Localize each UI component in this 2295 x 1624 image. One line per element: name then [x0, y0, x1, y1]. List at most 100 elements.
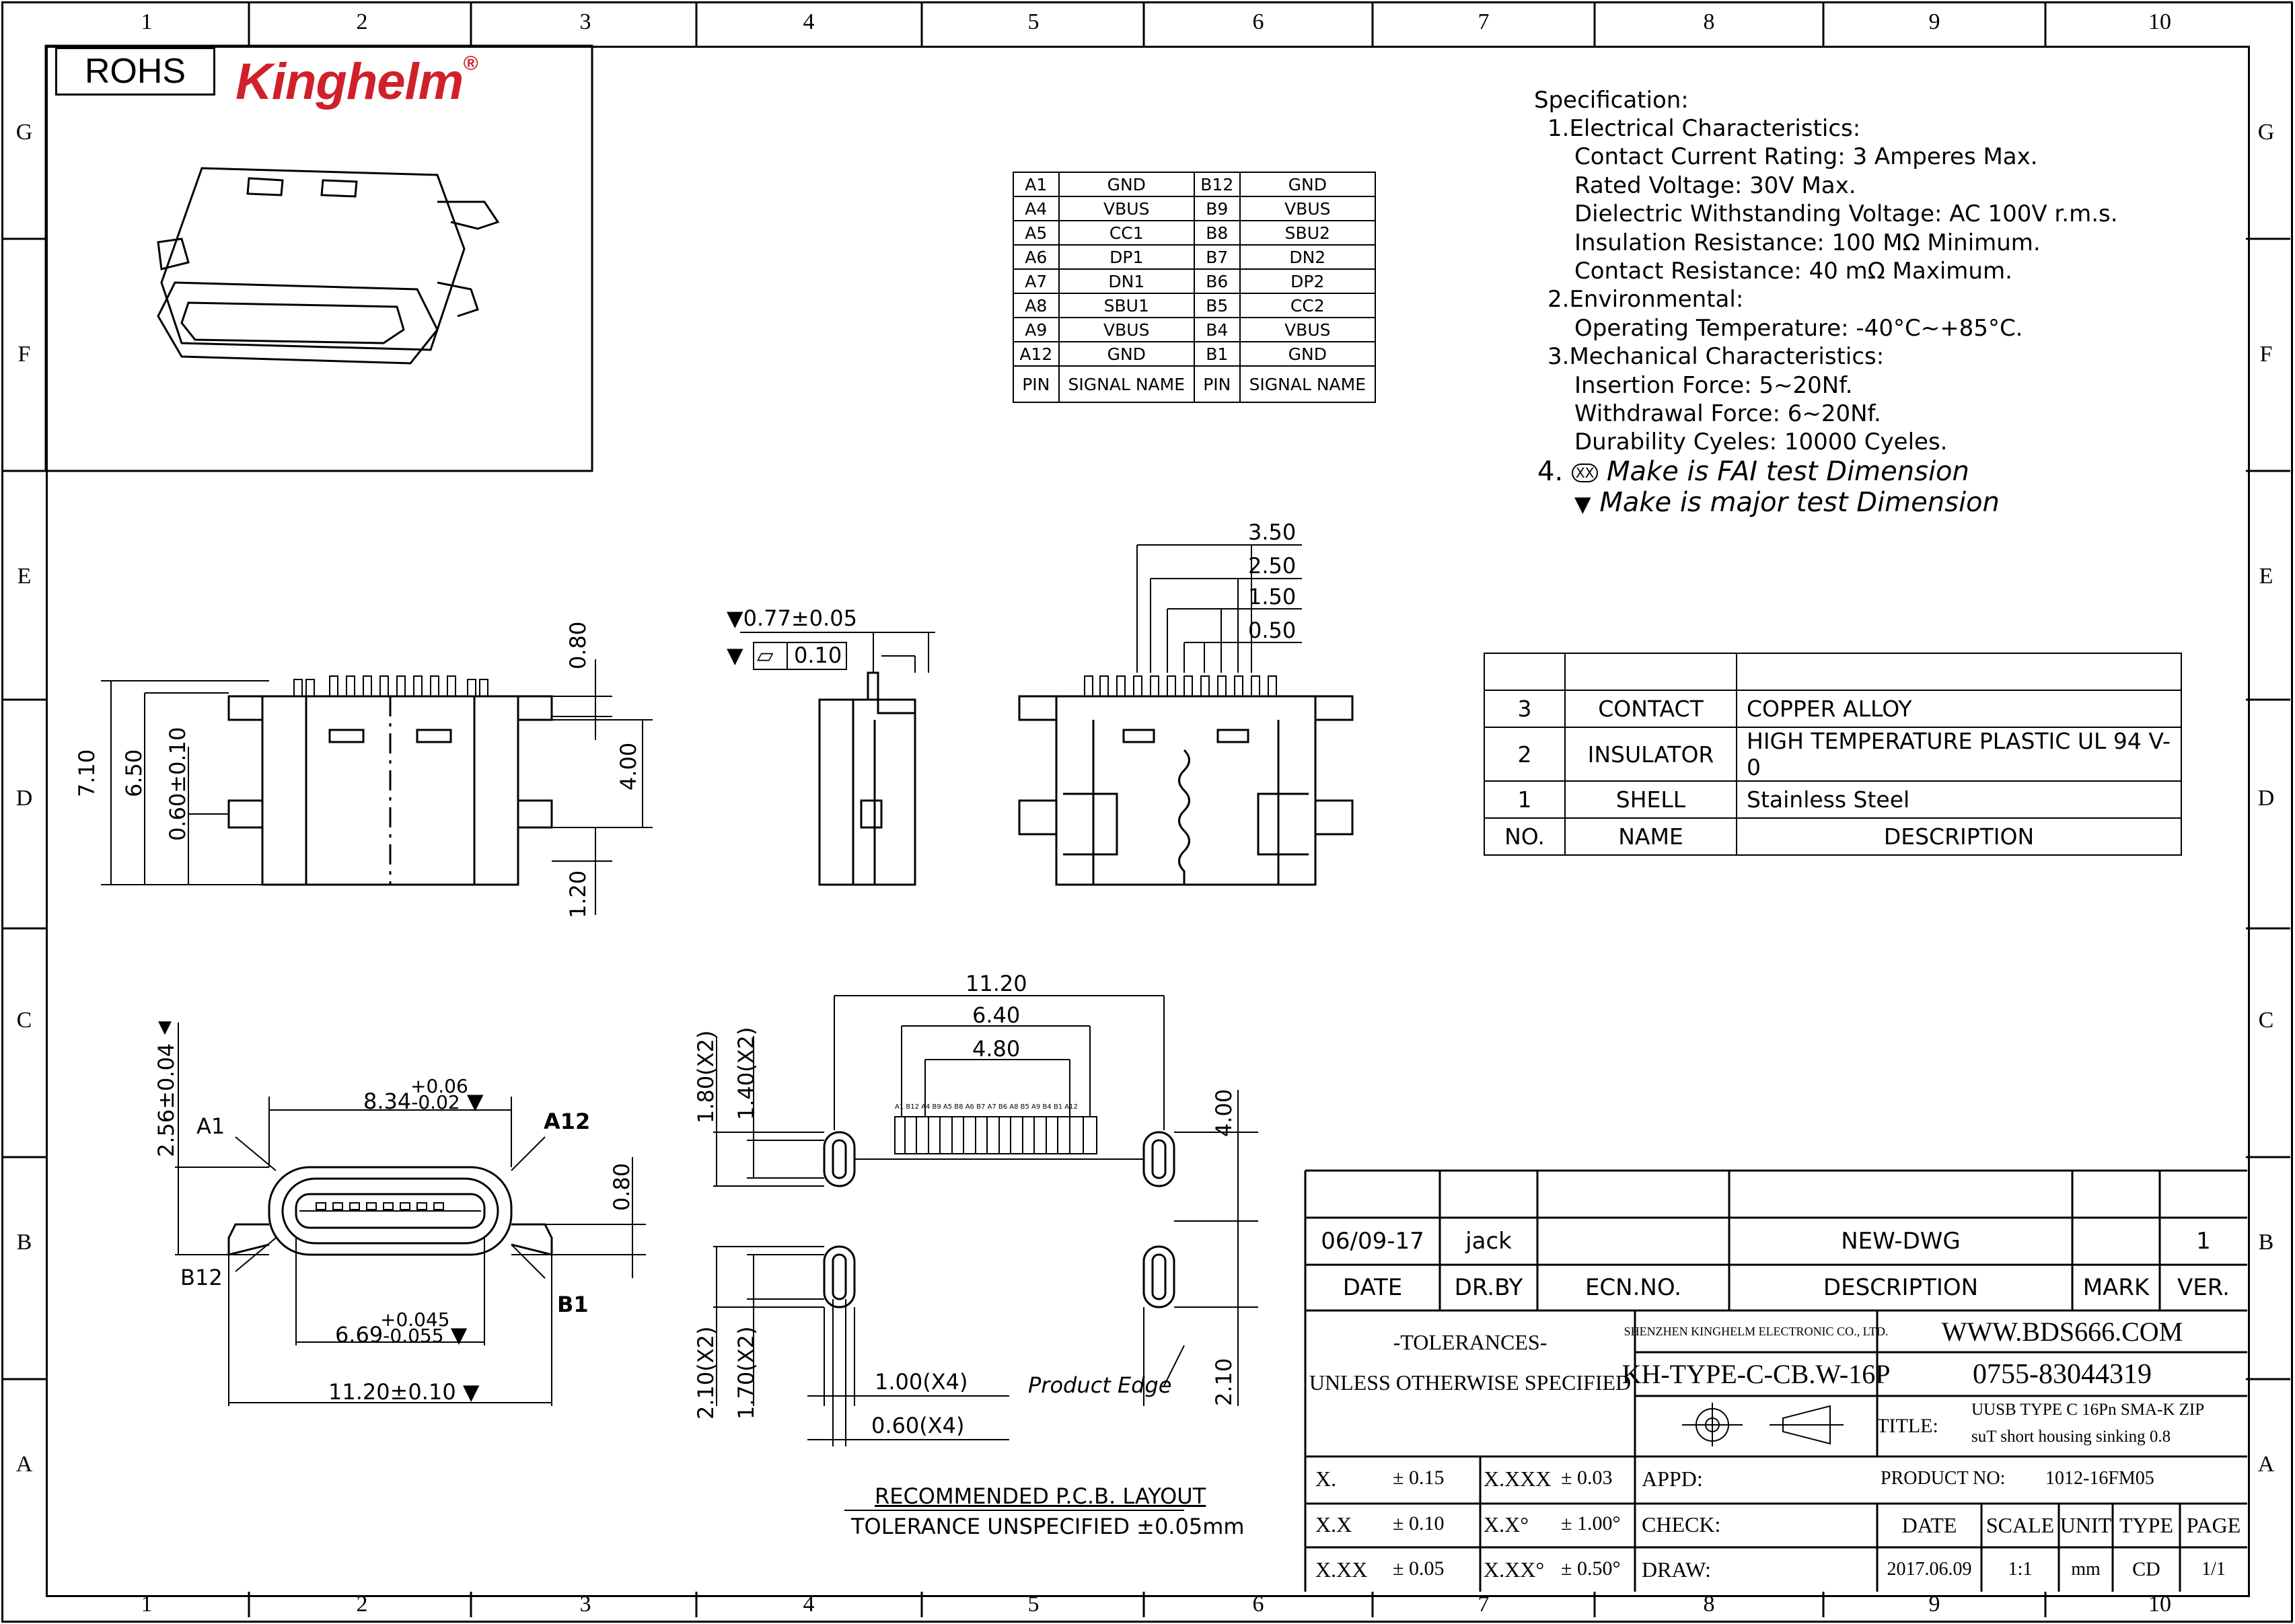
bom-header-cell: DESCRIPTION — [1736, 817, 2182, 856]
note-text: Make is major test Dimension — [1599, 487, 2000, 518]
tol-x: X. — [1315, 1467, 1337, 1491]
product-edge-label: Product Edge — [1028, 1372, 1172, 1398]
phone: 0755-83044319 — [1973, 1358, 2152, 1390]
h-type: TYPE — [2119, 1513, 2173, 1537]
row-label: C — [2258, 1008, 2274, 1033]
row-label: B — [16, 1230, 32, 1255]
col-label: 3 — [579, 9, 591, 34]
dim-label: 4.00 — [616, 742, 641, 790]
dim-label: 0.50 — [1248, 618, 1297, 643]
bom-description: HIGH TEMPERATURE PLASTIC UL 94 V-0 — [1736, 727, 2182, 782]
website: WWW.BDS666.COM — [1941, 1316, 2183, 1347]
col-label: 6 — [1252, 9, 1264, 34]
pcb-layout-tolerance: TOLERANCE UNSPECIFIED ±0.05mm — [851, 1514, 1245, 1539]
col-label: 7 — [1478, 1592, 1490, 1617]
tol-xxx2-value: ± 0.05 — [1393, 1557, 1445, 1580]
dim-tol-upper: +0.045 — [380, 1308, 450, 1331]
pin-id: A7 — [1013, 268, 1060, 294]
dim-label: 1.40(X2) — [733, 1027, 759, 1121]
col-label: 10 — [2148, 1592, 2171, 1617]
spec-note-fai: 4. XX Make is FAI test Dimension — [1537, 457, 1969, 488]
signal-name: VBUS — [1239, 317, 1377, 342]
col-label: 2 — [356, 9, 368, 34]
header-description: DESCRIPTION — [1823, 1274, 1979, 1301]
signal-name: DN1 — [1058, 268, 1195, 294]
product-no-label: PRODUCT NO: — [1881, 1468, 2006, 1489]
fai-symbol: XX — [1571, 463, 1599, 482]
major-dim-marker: ▼ — [158, 1017, 172, 1037]
header-drby: DR.BY — [1454, 1274, 1523, 1301]
row-label: G — [2257, 120, 2275, 145]
spec-line: Contact Current Rating: 3 Amperes Max. — [1574, 143, 2038, 170]
bom-header-cell: NAME — [1564, 817, 1737, 856]
pin-header-cell: PIN — [1013, 365, 1060, 403]
col-label: 8 — [1703, 9, 1715, 34]
dim-value: 8.34 — [363, 1088, 412, 1114]
spec-line: Operating Temperature: -40°C~+85°C. — [1574, 315, 2023, 342]
signal-name: VBUS — [1239, 196, 1377, 221]
bom-cell — [1484, 653, 1566, 691]
dim-label: 2.50 — [1248, 553, 1297, 579]
flatness-callout: ▼ — [727, 642, 743, 668]
v-scale: 1:1 — [2008, 1559, 2033, 1580]
dim-label: 2.10 — [1211, 1358, 1237, 1406]
col-label: 10 — [2148, 9, 2171, 34]
bom-name: INSULATOR — [1564, 727, 1737, 782]
signal-name: SBU2 — [1239, 220, 1377, 246]
signal-name: DP1 — [1058, 244, 1195, 270]
v-unit: mm — [2071, 1559, 2101, 1580]
pin-id: A9 — [1013, 317, 1060, 342]
bom-header-cell: NO. — [1484, 817, 1566, 856]
signal-name: GND — [1058, 172, 1195, 197]
bom-no: 2 — [1484, 727, 1566, 782]
dim-label: 0.60(X4) — [871, 1413, 965, 1438]
pin-header-cell: SIGNAL NAME — [1058, 365, 1195, 403]
dim-tol-lower: -0.02 — [411, 1091, 460, 1113]
dim-label: 2.56±0.04 — [153, 1043, 179, 1157]
signal-name: SBU1 — [1058, 293, 1195, 318]
spec-line: Withdrawal Force: 6~20Nf. — [1574, 400, 1881, 427]
dim-label: 1.20 — [565, 870, 591, 918]
h-scale: SCALE — [1986, 1513, 2055, 1537]
tolerances-subtitle: UNLESS OTHERWISE SPECIFIED — [1309, 1370, 1632, 1395]
dim-label: 0.80 — [609, 1162, 634, 1211]
col-label: 6 — [1252, 1592, 1264, 1617]
col-label: 5 — [1027, 9, 1040, 34]
bom-no: 3 — [1484, 690, 1566, 728]
check-label: CHECK: — [1642, 1512, 1721, 1537]
col-label: 2 — [356, 1592, 368, 1617]
pin-id: A4 — [1013, 196, 1060, 221]
dim-label: ▼0.77±0.05 — [727, 605, 857, 631]
pin-id: B8 — [1193, 220, 1241, 246]
spec-line: Insulation Resistance: 100 MΩ Minimum. — [1574, 229, 2041, 256]
note-number: 4. — [1537, 456, 1564, 487]
flatness-value: 0.10 — [794, 642, 842, 668]
spec-line: Contact Resistance: 40 mΩ Maximum. — [1574, 258, 2012, 285]
pin-label-a1: A1 — [196, 1113, 225, 1139]
col-label: 1 — [141, 9, 153, 34]
part-number: KH-TYPE-C-CB.W-16P — [1622, 1359, 1891, 1389]
row-label: C — [16, 1008, 32, 1033]
signal-name: GND — [1239, 172, 1377, 197]
pin-id: A6 — [1013, 244, 1060, 270]
pin-id: A8 — [1013, 293, 1060, 318]
tol-x-value: ± 0.15 — [1393, 1467, 1445, 1489]
dim-label: 1.50 — [1248, 584, 1297, 610]
signal-name: DN2 — [1239, 244, 1377, 270]
header-ver: VER. — [2177, 1274, 2230, 1301]
tol-xxdeg: X.XX° — [1484, 1557, 1545, 1582]
col-label: 7 — [1478, 9, 1490, 34]
v-type: CD — [2132, 1558, 2160, 1580]
dim-label: 11.20 — [966, 971, 1027, 996]
appd-label: APPD: — [1642, 1467, 1703, 1491]
dim-label: 1.00(X4) — [875, 1369, 968, 1395]
pcb-layout-title: RECOMMENDED P.C.B. LAYOUT — [875, 1483, 1206, 1509]
